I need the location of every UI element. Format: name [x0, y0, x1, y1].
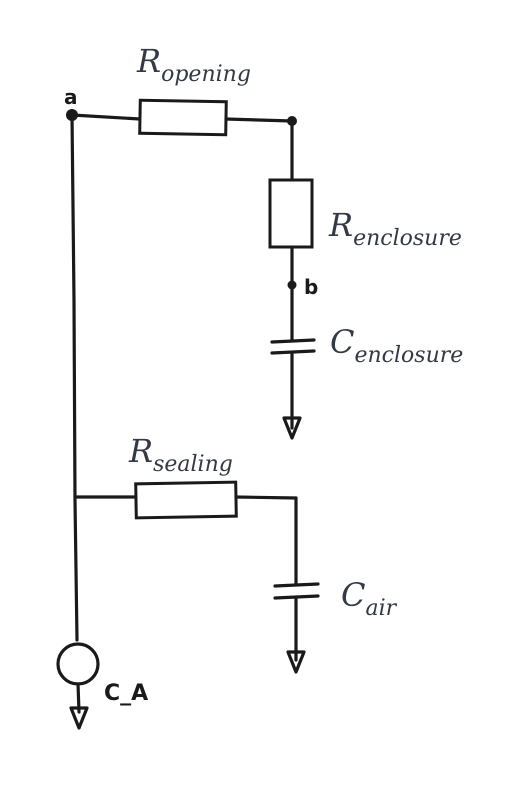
r-opening-label: Ropening [136, 42, 251, 87]
wire-left-trunk [70, 113, 79, 642]
wire-top-right [224, 117, 294, 123]
wire-sealing-right [234, 495, 298, 500]
c-air-capacitor-top-plate [273, 582, 320, 588]
node-b-dot [287, 280, 297, 290]
node-b-label: b [304, 275, 318, 299]
ground-arrow-air [286, 650, 306, 674]
node-a-dot [66, 109, 78, 121]
c-air-label: Cair [341, 576, 398, 621]
r-sealing-label: Rsealing [128, 432, 233, 477]
c-enclosure-label: Cenclosure [330, 323, 463, 368]
r-opening-resistor [138, 98, 228, 137]
source-label: C_A [104, 681, 148, 706]
r-enclosure-resistor [268, 178, 314, 249]
r-enclosure-label: Renclosure [328, 206, 462, 251]
ground-arrow-enclosure [282, 416, 302, 440]
c-enclosure-capacitor-top-plate [270, 338, 316, 344]
flow-source-circle [56, 642, 100, 686]
r-sealing-resistor [134, 480, 238, 520]
wire-top-left [70, 113, 142, 121]
ground-arrow-source [69, 706, 89, 730]
node-a-label: a [64, 85, 78, 109]
